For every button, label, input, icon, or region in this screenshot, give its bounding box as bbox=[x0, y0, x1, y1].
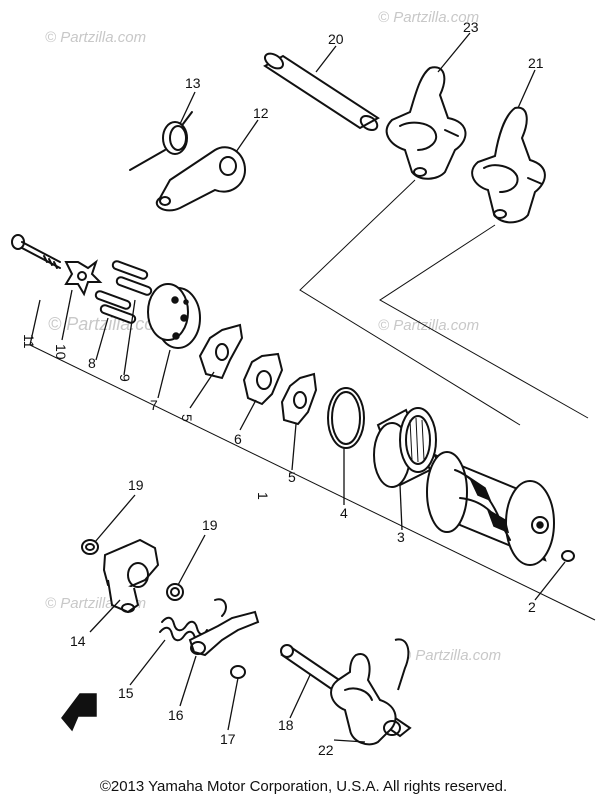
watermark: © Partzilla.com bbox=[400, 647, 501, 664]
exploded-parts-diagram: © Partzilla.com © Partzilla.com © Partzi… bbox=[11, 9, 596, 758]
callout-5a: 5 bbox=[179, 414, 195, 422]
callout-13: 13 bbox=[185, 75, 201, 91]
callout-1: 1 bbox=[255, 492, 271, 500]
part-1-shift-cam bbox=[426, 451, 555, 566]
part-10-lock-washer bbox=[64, 259, 103, 297]
part-13-torsion-spring bbox=[129, 111, 193, 171]
front-direction-arrow-icon bbox=[61, 693, 97, 732]
watermarks: © Partzilla.com © Partzilla.com © Partzi… bbox=[45, 9, 501, 664]
callout-17: 17 bbox=[220, 731, 236, 747]
callout-11: 11 bbox=[21, 334, 37, 349]
callout-19b: 19 bbox=[202, 517, 218, 533]
part-20-shift-fork-shaft bbox=[263, 52, 380, 132]
callout-10: 10 bbox=[53, 344, 69, 360]
part-2-pin bbox=[561, 550, 575, 562]
callout-12: 12 bbox=[253, 105, 269, 121]
part-23-shift-fork bbox=[385, 66, 467, 180]
callout-7: 7 bbox=[150, 397, 158, 413]
callout-8: 8 bbox=[88, 355, 96, 371]
part-9-pin bbox=[111, 260, 153, 296]
part-19-circlip bbox=[81, 539, 99, 555]
part-5-plate bbox=[198, 323, 244, 380]
watermark: © Partzilla.com bbox=[45, 29, 146, 46]
callout-23: 23 bbox=[463, 19, 479, 35]
callout-22: 22 bbox=[318, 742, 334, 758]
part-3-bearing bbox=[373, 407, 437, 488]
callout-20: 20 bbox=[328, 31, 344, 47]
assembly-linkage-line bbox=[299, 179, 521, 426]
part-14-shift-arm bbox=[102, 538, 160, 614]
part-22-shift-fork bbox=[330, 638, 410, 746]
callout-18: 18 bbox=[278, 717, 294, 733]
callout-6: 6 bbox=[234, 431, 242, 447]
callout-16: 16 bbox=[168, 707, 184, 723]
part-7-pin-holder bbox=[147, 283, 201, 349]
callout-14: 14 bbox=[70, 633, 86, 649]
watermark: © Partzilla.com bbox=[378, 317, 479, 334]
part-17-clip bbox=[230, 665, 246, 679]
copyright-notice: ©2013 Yamaha Motor Corporation, U.S.A. A… bbox=[99, 778, 508, 795]
callout-labels: 20 23 21 13 12 11 10 8 9 7 5 6 5 1 4 3 2… bbox=[21, 19, 544, 758]
part-5-plate bbox=[280, 372, 318, 426]
callout-4: 4 bbox=[340, 505, 348, 521]
part-11-bolt bbox=[11, 234, 61, 269]
watermark: © Partzilla.com bbox=[378, 9, 479, 26]
callout-2: 2 bbox=[528, 599, 536, 615]
part-4-circlip bbox=[327, 387, 365, 449]
part-19-circlip bbox=[166, 583, 184, 601]
callout-21: 21 bbox=[528, 55, 544, 71]
part-8-pin bbox=[94, 290, 137, 324]
part-12-stopper-lever bbox=[155, 146, 247, 212]
callout-3: 3 bbox=[397, 529, 405, 545]
assembly-linkage-line bbox=[379, 224, 589, 419]
part-6-plate bbox=[242, 352, 284, 406]
watermark: © Partzilla.com bbox=[48, 314, 169, 334]
leader-lines bbox=[29, 32, 566, 743]
callout-9: 9 bbox=[117, 374, 133, 382]
part-21-shift-fork bbox=[471, 106, 546, 224]
part-16-shift-lever bbox=[188, 598, 260, 657]
callout-19a: 19 bbox=[128, 477, 144, 493]
callout-5b: 5 bbox=[288, 469, 296, 485]
callout-15: 15 bbox=[118, 685, 134, 701]
assembly-axis-line bbox=[29, 344, 596, 621]
